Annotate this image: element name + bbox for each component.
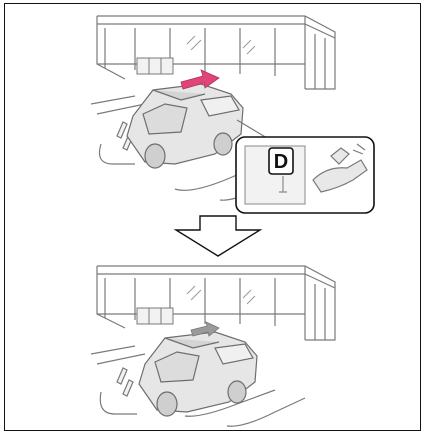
bottom-scene [5, 256, 422, 432]
gear-indicator-d: D [274, 151, 288, 173]
gear-callout: D [235, 136, 375, 214]
transition-arrow [170, 214, 266, 258]
window-glare [187, 286, 255, 304]
illustration-frame: D [4, 3, 421, 431]
gear-callout-drawing: D [235, 136, 375, 214]
down-arrow-drawing [170, 214, 266, 258]
down-arrow-icon [176, 216, 260, 256]
boxes-by-store [137, 58, 173, 74]
wheel-stoppers [117, 368, 133, 396]
bottom-scene-drawing [5, 256, 422, 432]
window-glare [187, 36, 255, 54]
car [127, 84, 243, 168]
boxes-by-store [137, 308, 173, 324]
